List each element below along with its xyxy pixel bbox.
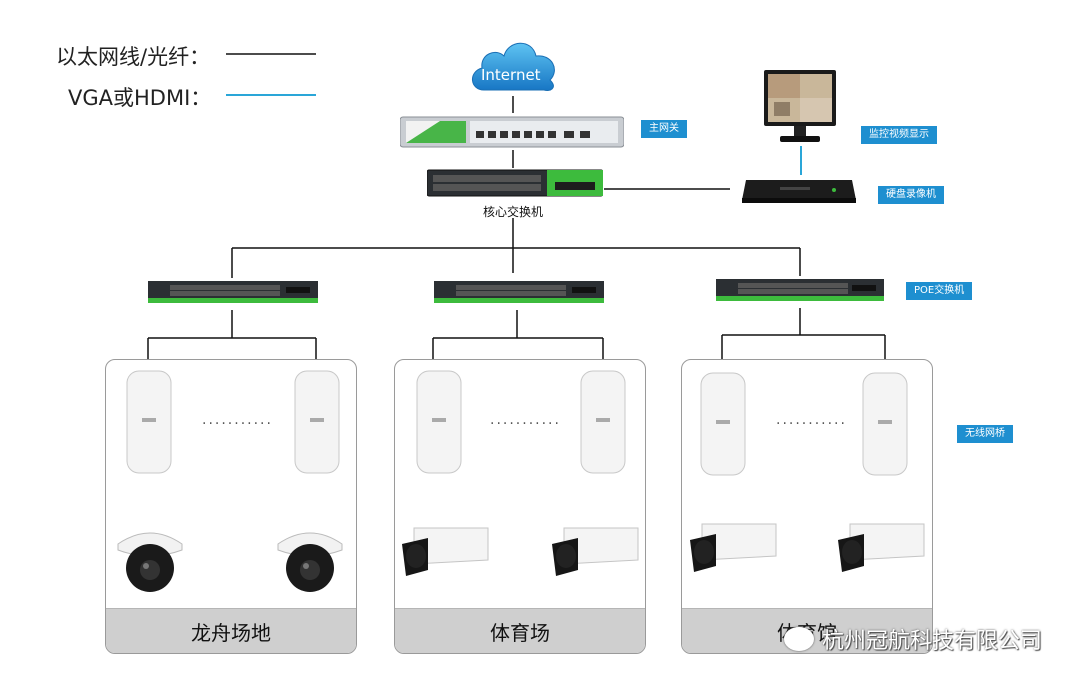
wechat-icon bbox=[783, 627, 814, 651]
watermark-text: 杭州冠航科技有限公司 bbox=[821, 629, 1042, 654]
monitor-display-icon bbox=[764, 70, 836, 142]
nvr-device-icon bbox=[742, 180, 856, 203]
internet-label: Internet bbox=[481, 66, 541, 84]
tag-monitor: 监控视频显示 bbox=[861, 126, 937, 144]
poe-switch-3-icon bbox=[716, 279, 884, 301]
tag-poe-switch: POE交换机 bbox=[906, 282, 973, 300]
wireless-bridge-icon bbox=[580, 370, 626, 478]
wireless-bridge-icon bbox=[700, 372, 746, 480]
wireless-bridge-icon bbox=[126, 370, 172, 478]
ellipsis-dots: ........... bbox=[490, 412, 561, 428]
poe-switch-2-icon bbox=[434, 281, 604, 303]
main-gateway-device-icon bbox=[400, 116, 624, 148]
dome-camera-icon bbox=[112, 518, 188, 600]
core-switch-caption: 核心交换机 bbox=[483, 205, 544, 219]
legend-ethernet-label: 以太网线/光纤： bbox=[56, 45, 211, 69]
site-name: 龙舟场地 bbox=[106, 608, 356, 653]
tag-wireless-bridge: 无线网桥 bbox=[957, 425, 1013, 443]
poe-switch-1-icon bbox=[148, 281, 318, 303]
site-name: 体育场 bbox=[395, 608, 645, 653]
bullet-camera-icon bbox=[834, 516, 926, 582]
ellipsis-dots: ........... bbox=[202, 412, 273, 428]
watermark: 杭州冠航科技有限公司 bbox=[783, 623, 1042, 655]
bullet-camera-icon bbox=[686, 516, 778, 582]
dome-camera-icon bbox=[272, 518, 348, 600]
wireless-bridge-icon bbox=[294, 370, 340, 478]
wireless-bridge-icon bbox=[416, 370, 462, 478]
ellipsis-dots: ........... bbox=[776, 412, 847, 428]
bullet-camera-icon bbox=[398, 520, 490, 586]
legend-vga-label: VGA或HDMI： bbox=[68, 86, 212, 110]
core-switch-device-icon bbox=[427, 169, 603, 197]
wireless-bridge-icon bbox=[862, 372, 908, 480]
tag-main-gateway: 主网关 bbox=[641, 120, 687, 138]
tag-nvr: 硬盘录像机 bbox=[878, 186, 944, 204]
internet-cloud-icon bbox=[472, 42, 555, 91]
bullet-camera-icon bbox=[548, 520, 640, 586]
